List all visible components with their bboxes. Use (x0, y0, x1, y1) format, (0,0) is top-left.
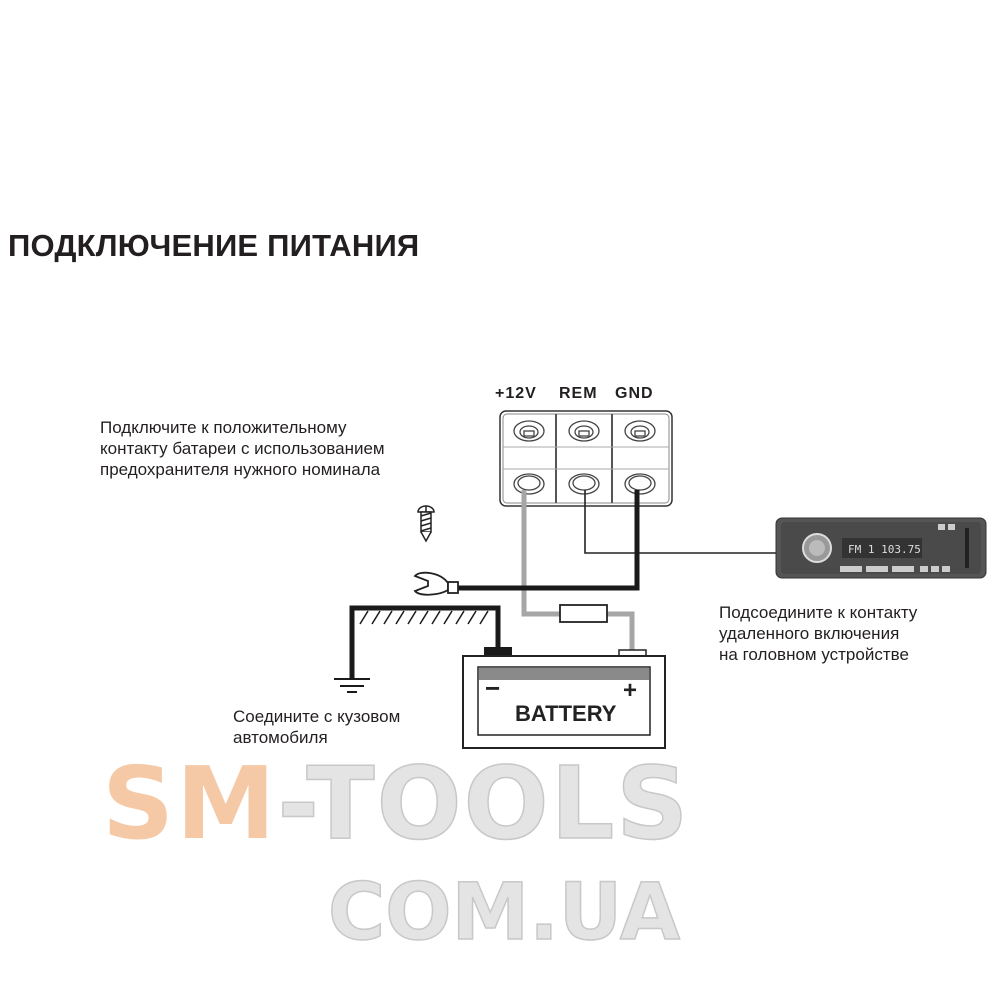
watermark-line1: SM-TOOLS (102, 753, 690, 855)
label-12v: +12V (495, 385, 537, 402)
note-line: предохранителя нужного номинала (100, 460, 381, 479)
battery-minus: − (485, 673, 500, 703)
positive-wire (521, 490, 560, 617)
note-remote: Подсоедините к контакту удаленного включ… (719, 602, 917, 665)
label-gnd: GND (615, 385, 654, 402)
note-line: контакту батареи с использованием (100, 439, 385, 458)
battery-plus: + (623, 677, 637, 704)
battery-label: BATTERY (515, 701, 617, 726)
note-chassis: Соедините с кузовом автомобиля (233, 706, 400, 748)
note-line: Подключите к положительному (100, 418, 347, 437)
fuse-icon (559, 604, 608, 623)
screw-icon (417, 505, 435, 543)
note-line: удаленного включения (719, 624, 900, 643)
ring-terminal-icon (413, 571, 459, 596)
remote-wire (584, 490, 776, 554)
head-unit-display: FM 1 103.75 (848, 543, 921, 556)
ground-wire (458, 490, 640, 591)
terminal-block (499, 410, 673, 507)
watermark-accent: SM (102, 745, 278, 862)
note-line: Соедините с кузовом (233, 707, 401, 726)
note-battery-positive: Подключите к положительному контакту бат… (100, 417, 385, 480)
page-title: ПОДКЛЮЧЕНИЕ ПИТАНИЯ (8, 228, 420, 263)
note-line: Подсоедините к контакту (719, 603, 918, 622)
note-line: автомобиля (233, 728, 328, 747)
head-unit-icon (775, 517, 987, 579)
battery-icon (462, 647, 666, 749)
note-line: на головном устройстве (719, 645, 909, 664)
label-rem: REM (559, 385, 598, 402)
chassis-ground-icon (334, 605, 501, 693)
watermark-line2: COM.UA (327, 868, 681, 958)
watermark-rest: -TOOLS (277, 745, 691, 862)
